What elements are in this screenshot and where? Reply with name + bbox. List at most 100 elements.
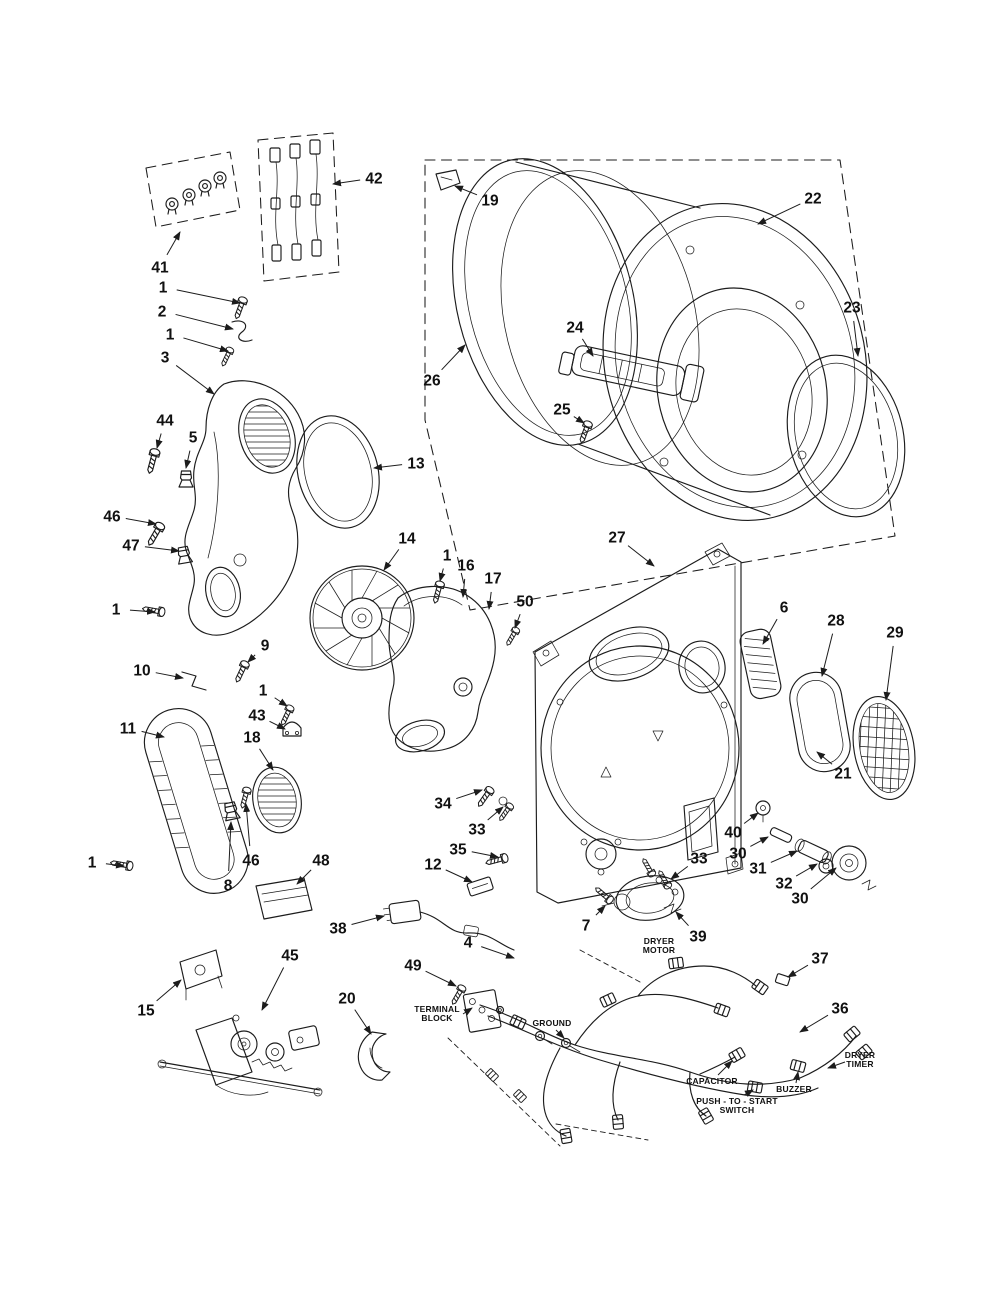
leader-line-13 bbox=[373, 463, 403, 471]
leader-line-15 bbox=[156, 979, 182, 1002]
leader-line-11 bbox=[141, 730, 165, 739]
drive-belt bbox=[143, 708, 249, 894]
leader-line-10 bbox=[155, 672, 184, 680]
callout-28: 28 bbox=[827, 613, 845, 630]
leader-line-14 bbox=[383, 549, 400, 571]
drum-detail-box bbox=[424, 159, 896, 611]
callout-46: 46 bbox=[242, 853, 260, 870]
leader-line-2 bbox=[175, 313, 234, 331]
leader-line-49 bbox=[425, 970, 457, 987]
callout-40: 40 bbox=[724, 825, 741, 842]
instruction-sheet bbox=[255, 877, 313, 920]
leader-line-7 bbox=[595, 905, 606, 916]
callout-1: 1 bbox=[88, 855, 97, 872]
label-leader-3 bbox=[717, 1060, 733, 1076]
leader-line-1 bbox=[129, 607, 156, 615]
callout-34: 34 bbox=[434, 796, 452, 813]
label-leader-5 bbox=[793, 1071, 801, 1084]
leader-line-40 bbox=[743, 812, 759, 824]
wiring-harness bbox=[448, 956, 874, 1145]
leader-line-32 bbox=[795, 863, 818, 877]
callout-1: 1 bbox=[443, 548, 452, 565]
leader-line-18 bbox=[259, 748, 274, 771]
callout-15: 15 bbox=[137, 1003, 155, 1020]
callout-33: 33 bbox=[468, 822, 486, 839]
leader-line-16 bbox=[460, 578, 468, 598]
leader-line-46 bbox=[243, 803, 251, 847]
rear-bulkhead bbox=[532, 542, 744, 904]
leader-line-1 bbox=[438, 568, 446, 582]
leader-line-5 bbox=[184, 450, 192, 469]
callout-33: 33 bbox=[690, 851, 708, 868]
blower-wheel bbox=[309, 565, 415, 671]
callout-23: 23 bbox=[843, 300, 861, 317]
leader-line-42 bbox=[332, 179, 361, 187]
duct-ring-seal bbox=[296, 415, 380, 529]
leader-line-36 bbox=[799, 1014, 829, 1033]
motor-mount-assembly bbox=[157, 949, 323, 1097]
callout-3: 3 bbox=[161, 350, 170, 367]
leader-line-31 bbox=[770, 850, 798, 863]
rear-duct-cover bbox=[388, 579, 522, 753]
callout-20: 20 bbox=[338, 991, 355, 1008]
callout-22: 22 bbox=[804, 191, 821, 208]
vent-grille bbox=[739, 628, 782, 700]
callout-46: 46 bbox=[103, 509, 121, 526]
callout-45: 45 bbox=[281, 948, 299, 965]
line-art bbox=[109, 132, 916, 1147]
callout-42: 42 bbox=[365, 171, 382, 188]
leader-line-25 bbox=[573, 415, 585, 424]
callout-14: 14 bbox=[398, 531, 416, 548]
callout-1: 1 bbox=[159, 280, 168, 297]
leader-line-9 bbox=[247, 653, 257, 663]
roller-parts bbox=[755, 800, 877, 891]
callout-18: 18 bbox=[243, 730, 261, 747]
leader-line-20 bbox=[354, 1009, 372, 1035]
drum-felt-seal bbox=[786, 354, 906, 518]
callout-32: 32 bbox=[775, 876, 792, 893]
leader-line-1 bbox=[274, 697, 288, 707]
callout-47: 47 bbox=[122, 538, 139, 555]
leader-line-37 bbox=[787, 964, 809, 978]
callout-24: 24 bbox=[566, 320, 584, 337]
leader-line-4 bbox=[481, 946, 515, 959]
callout-49: 49 bbox=[404, 958, 422, 975]
callout-35: 35 bbox=[449, 842, 467, 859]
leader-line-22 bbox=[757, 203, 801, 225]
callout-10: 10 bbox=[133, 663, 150, 680]
leader-line-39 bbox=[675, 911, 689, 927]
callout-21: 21 bbox=[834, 766, 852, 783]
push-nut-kit bbox=[145, 151, 241, 228]
leader-line-46 bbox=[125, 518, 157, 527]
leader-line-29 bbox=[883, 645, 894, 701]
label-leader-0 bbox=[462, 1007, 473, 1016]
callout-44: 44 bbox=[156, 413, 174, 430]
part-label-ground: GROUND bbox=[533, 1018, 572, 1028]
dryer-motor bbox=[592, 856, 685, 921]
leader-line-45 bbox=[261, 967, 285, 1011]
leader-line-3 bbox=[175, 365, 215, 395]
callout-17: 17 bbox=[484, 571, 501, 588]
callout-25: 25 bbox=[553, 402, 571, 419]
callout-2: 2 bbox=[158, 304, 167, 321]
leader-line-35 bbox=[471, 851, 499, 859]
leader-line-23 bbox=[853, 320, 861, 357]
callout-6: 6 bbox=[780, 600, 789, 617]
duct-seal bbox=[789, 671, 851, 773]
bulkhead-screws bbox=[466, 784, 516, 897]
callout-4: 4 bbox=[464, 935, 473, 952]
part-label-buzzer: BUZZER bbox=[776, 1084, 812, 1094]
leader-line-47 bbox=[144, 546, 180, 554]
callout-29: 29 bbox=[886, 625, 904, 642]
leader-line-48 bbox=[296, 869, 312, 885]
callout-43: 43 bbox=[248, 708, 266, 725]
callout-16: 16 bbox=[457, 558, 475, 575]
label-leader-1 bbox=[555, 1029, 565, 1039]
callout-7: 7 bbox=[582, 918, 591, 935]
callout-30: 30 bbox=[729, 846, 746, 863]
leader-line-27 bbox=[627, 545, 655, 567]
